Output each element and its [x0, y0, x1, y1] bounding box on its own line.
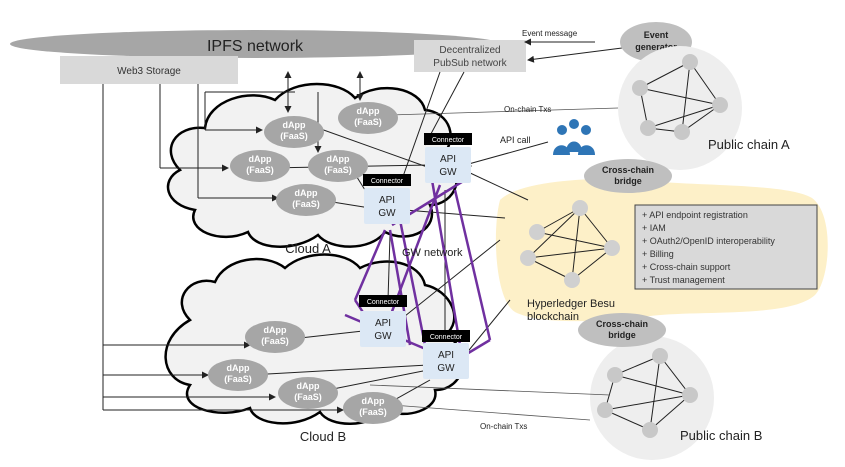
feature-item: + Billing [642, 249, 674, 259]
dapp-node: dApp (FaaS) [278, 377, 338, 409]
api-call-arrow [464, 141, 549, 167]
gateway-label: GW [439, 167, 457, 178]
dapp-node: dApp (FaaS) [276, 184, 336, 216]
dapp-label: (FaaS) [246, 165, 274, 175]
besu-nodes [520, 200, 620, 288]
public-chain-b-label: Public chain B [680, 428, 762, 443]
public-chain-b-nodes [597, 348, 698, 438]
api-gateway: API GW Connector [422, 330, 470, 379]
gateway-label: API [438, 350, 454, 361]
bridge-top [584, 159, 672, 193]
bridge-top-line2: bridge [614, 176, 642, 186]
connector-label: Connector [430, 334, 463, 341]
public-chain-a-circle [618, 46, 742, 170]
connector-label: Connector [432, 137, 465, 144]
feature-item: + API endpoint registration [642, 210, 748, 220]
bridge-bottom [578, 313, 666, 347]
gateway-label: API [440, 154, 456, 165]
users-icon [553, 119, 595, 155]
dapp-label: dApp [283, 120, 306, 130]
event-generator-line2: generator [635, 42, 677, 52]
pubsub-line1: Decentralized [439, 45, 500, 56]
bridge-bottom-line1: Cross-chain [596, 319, 648, 329]
public-chain-a-label: Public chain A [708, 137, 790, 152]
cloud-b-label: Cloud B [300, 429, 346, 444]
dapp-node: dApp (FaaS) [245, 321, 305, 353]
besu-edges [527, 207, 613, 281]
pubsub-line2: PubSub network [433, 58, 507, 69]
onchain-tx-top-label: On-chain Txs [504, 105, 551, 114]
gateway-label: GW [437, 363, 455, 374]
public-chain-a-nodes [632, 54, 728, 140]
event-generator-line1: Event [644, 30, 669, 40]
gw-network-label: GW network [402, 247, 463, 259]
gateway-label: GW [374, 331, 392, 342]
gateway-label: API [379, 195, 395, 206]
dapp-node: dApp (FaaS) [208, 359, 268, 391]
dapp-label: dApp [327, 154, 350, 164]
besu-line2: blockchain [527, 311, 579, 323]
event-generator-arrow [527, 47, 623, 63]
dapp-label: (FaaS) [354, 117, 382, 127]
api-call-label: API call [500, 135, 531, 145]
dapp-label: (FaaS) [292, 199, 320, 209]
gateway-label: GW [378, 208, 396, 219]
connector-label: Connector [367, 299, 400, 306]
api-gateway: API GW Connector [359, 295, 407, 347]
feature-item: + Cross-chain support [642, 262, 731, 272]
feature-list: + API endpoint registration + IAM + OAut… [642, 210, 775, 285]
dapp-node: dApp (FaaS) [343, 392, 403, 424]
bridge-bottom-line2: bridge [608, 330, 636, 340]
dapp-label: (FaaS) [224, 374, 252, 384]
dapp-label: dApp [297, 381, 320, 391]
event-message-label: Event message [522, 29, 578, 38]
onchain-tx-lines [369, 107, 619, 421]
storage-links [102, 71, 364, 414]
api-gateway: API GW Connector [363, 174, 411, 224]
dapp-label: dApp [249, 154, 272, 164]
dapp-node: dApp (FaaS) [264, 116, 324, 148]
web3-storage-label: Web3 Storage [117, 66, 181, 77]
ipfs-label: IPFS network [207, 38, 304, 55]
onchain-tx-bottom-label: On-chain Txs [480, 422, 527, 431]
api-gateway: API GW Connector [424, 133, 472, 183]
feature-item: + Trust management [642, 275, 725, 285]
dapp-label: dApp [295, 188, 318, 198]
dapp-node: dApp (FaaS) [338, 102, 398, 134]
dapp-label: dApp [357, 106, 380, 116]
connector-label: Connector [371, 178, 404, 185]
web3-storage [60, 56, 238, 84]
feature-item: + OAuth2/OpenID interoperability [642, 236, 775, 246]
dapp-node: dApp (FaaS) [308, 150, 368, 182]
dapp-node: dApp (FaaS) [230, 150, 290, 182]
dapp-label: dApp [227, 363, 250, 373]
besu-line1: Hyperledger Besu [527, 298, 615, 310]
dapp-label: (FaaS) [359, 407, 387, 417]
dapp-label: (FaaS) [294, 392, 322, 402]
dapp-label: (FaaS) [324, 165, 352, 175]
bridge-top-line1: Cross-chain [602, 165, 654, 175]
public-chain-b-circle [590, 336, 714, 460]
gateway-label: API [375, 318, 391, 329]
feature-box [634, 204, 818, 290]
dapp-label: (FaaS) [280, 131, 308, 141]
dapp-label: dApp [264, 325, 287, 335]
dapp-label: dApp [362, 396, 385, 406]
dapp-label: (FaaS) [261, 336, 289, 346]
pubsub-network [414, 40, 526, 72]
cloud-a-label: Cloud A [285, 241, 331, 256]
public-chain-b-edges [604, 355, 691, 431]
ipfs-network [10, 30, 500, 58]
feature-item: + IAM [642, 223, 666, 233]
